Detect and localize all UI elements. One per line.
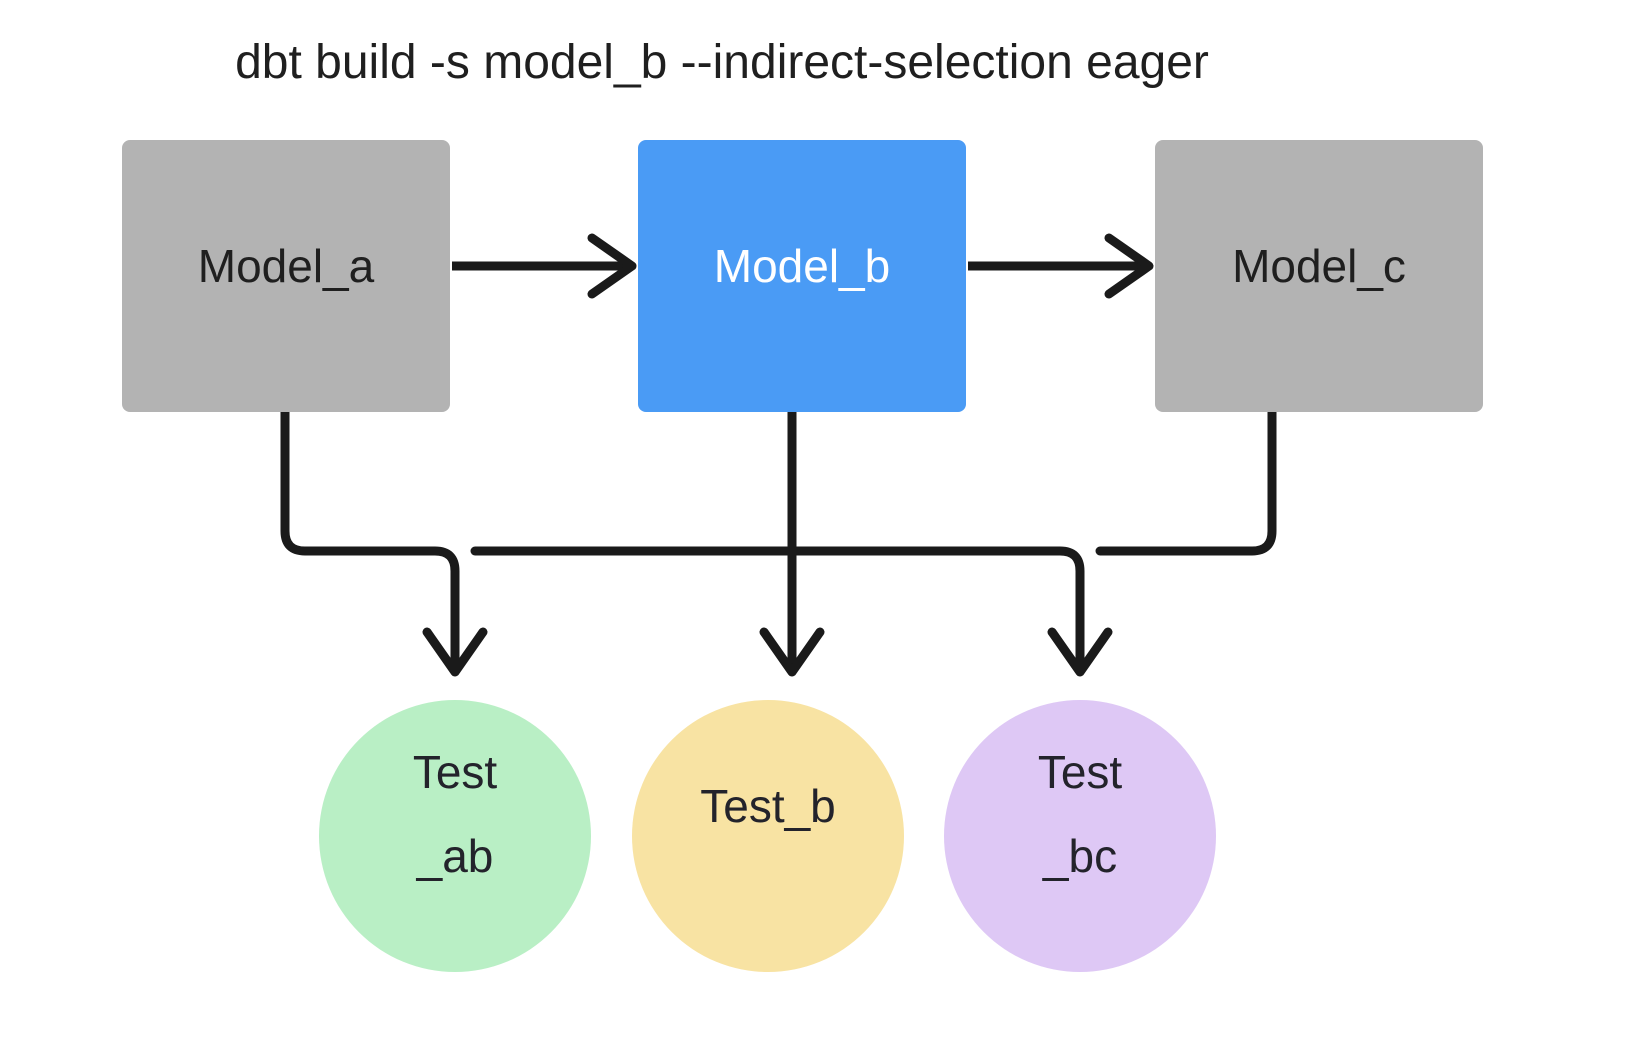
model-a-label: Model_a <box>198 240 375 292</box>
edge-layer <box>280 233 1277 677</box>
model-b-label: Model_b <box>714 240 890 292</box>
test-b-circle[interactable] <box>632 700 904 972</box>
edge-model-b-to-test-bc <box>787 546 1085 645</box>
test-node-test_bc[interactable]: Test _bc <box>944 700 1216 972</box>
test-bc-circle[interactable] <box>944 700 1216 972</box>
edge-model-a-to-test-ab <box>280 407 460 645</box>
arrowhead-into-test-ab <box>422 615 488 677</box>
model-node-model_c[interactable]: Model_c <box>1155 140 1483 412</box>
test-node-test_ab[interactable]: Test _ab <box>319 700 591 972</box>
model-node-model_b[interactable]: Model_b <box>638 140 966 412</box>
test-ab-circle[interactable] <box>319 700 591 972</box>
test-ab-label-line-1: Test <box>413 746 498 798</box>
test-ab-label-line-2: _ab <box>416 830 494 882</box>
arrowhead-into-test-bc <box>1047 615 1113 677</box>
test-b-label-line-1: Test_b <box>700 780 836 832</box>
model-c-label: Model_c <box>1232 240 1406 292</box>
edge-model-a-to-model-b <box>452 233 637 299</box>
diagram-title: dbt build -s model_b --indirect-selectio… <box>235 36 1209 89</box>
edge-model-b-to-model-c <box>968 233 1154 299</box>
model-c-box[interactable] <box>1155 140 1483 412</box>
test-node-test_b[interactable]: Test_b <box>632 700 904 972</box>
arrowhead-into-test-b <box>759 615 825 677</box>
model-node-model_a[interactable]: Model_a <box>122 140 450 412</box>
test-bc-label-line-2: _bc <box>1042 830 1117 882</box>
edge-model-c-to-test-bc <box>1095 407 1277 556</box>
model-a-box[interactable] <box>122 140 450 412</box>
model-b-box[interactable] <box>638 140 966 412</box>
test-bc-label-line-1: Test <box>1038 746 1123 798</box>
